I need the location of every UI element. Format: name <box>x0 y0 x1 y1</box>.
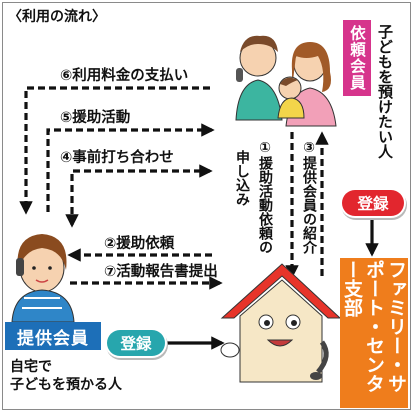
step-6-label: ⑥利用料金の支払い <box>60 68 189 84</box>
arrow-step-4 <box>65 164 213 228</box>
diagram-title: 〈利用の流れ〉 <box>8 9 106 25</box>
diagram-frame <box>2 2 411 410</box>
requester-badge: 依頼会員 <box>343 20 371 96</box>
step-1-label-line1: ①援助活動依頼の <box>257 140 273 254</box>
step-3-label: ③提供会員の紹介 <box>301 140 317 254</box>
provider-registration-badge: 登録 <box>107 330 165 356</box>
step-2-label: ②援助依頼 <box>104 236 175 252</box>
provider-caption-line1: 自宅で <box>10 359 52 375</box>
arrow-step-6 <box>19 86 210 215</box>
requester-registration-badge: 登録 <box>342 190 404 216</box>
step-5-label: ⑤援助活動 <box>60 110 131 126</box>
arrow-step-5 <box>46 123 215 212</box>
family-illustration <box>235 35 337 127</box>
step-1-label-line2: 申し込み <box>234 150 250 206</box>
requester-caption: 子どもを預けたい人 <box>376 24 394 159</box>
step-4-label: ④事前打ち合わせ <box>60 150 174 166</box>
house-mascot-illustration <box>220 263 342 383</box>
center-badge: ファミリー・サポート・センター支部 <box>340 258 408 408</box>
provider-woman-illustration <box>11 234 75 323</box>
provider-badge: 提供会員 <box>5 322 101 350</box>
step-7-label: ⑦活動報告書提出 <box>104 264 218 280</box>
provider-caption-line2: 子どもを預かる人 <box>10 377 122 393</box>
